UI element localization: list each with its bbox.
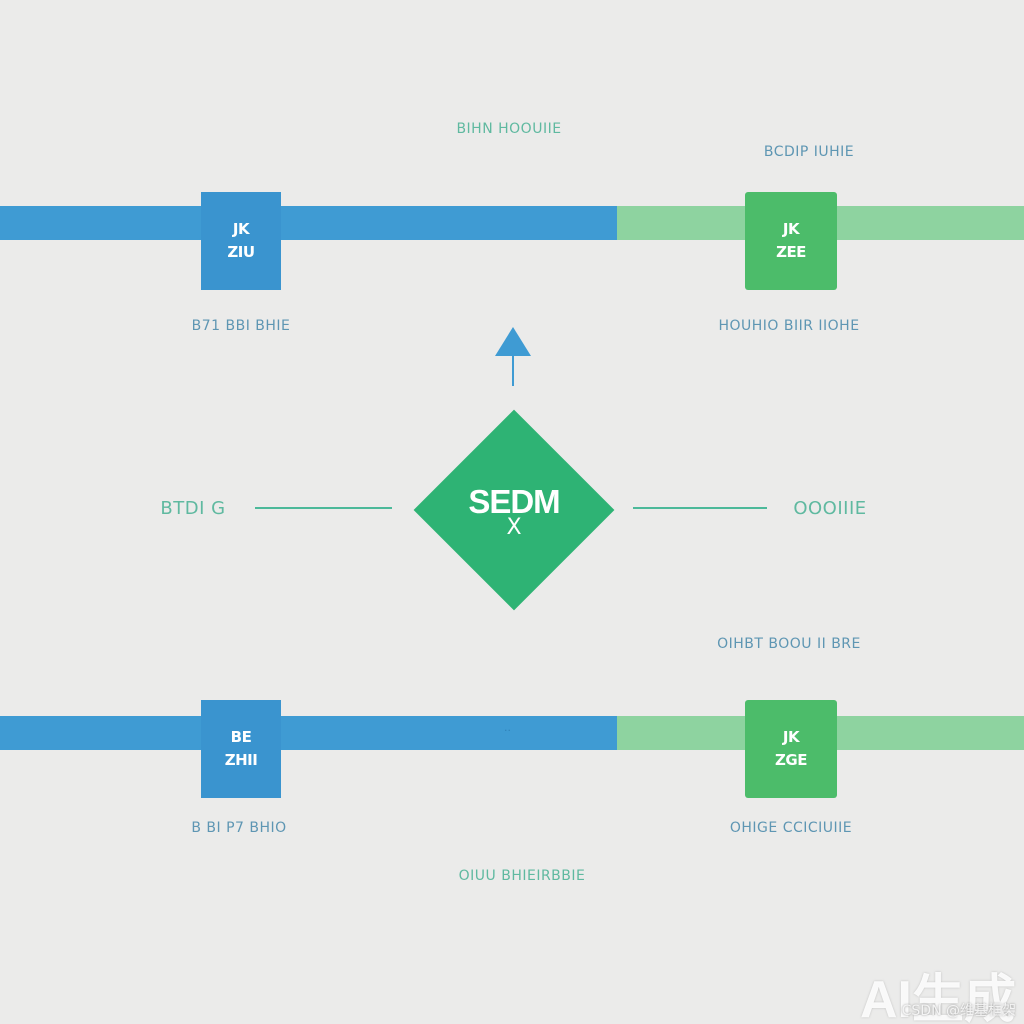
node-bottom-left-line1: BE [230, 728, 252, 746]
watermark-ai-label: AI生成 [859, 971, 1016, 1024]
top-band-blue [0, 206, 617, 240]
watermark-source: CSDN @维基框架 [901, 1003, 1016, 1019]
decision-diamond-label: SEDM [468, 483, 560, 520]
node-top-right[interactable]: JK ZEE [745, 192, 837, 290]
connector-left [255, 507, 392, 509]
label-top-right: BCDIP IUHIE [763, 144, 855, 160]
node-bottom-left[interactable]: BE ZHII [201, 700, 281, 798]
label-node-bottom-left-caption: B BI P7 BHIO [191, 820, 287, 836]
label-mid-right: OOOIIIE [793, 498, 867, 519]
decision-diamond-content: SEDM X [414, 410, 614, 610]
label-mid-left: BTDI G [160, 498, 226, 519]
node-bottom-right-line2: ZGE [775, 751, 807, 769]
label-top-center: BIHN HOOUIIE [456, 121, 562, 137]
label-lower-right: OIHBT BOOU II BRE [717, 636, 861, 652]
node-top-left[interactable]: JK ZIU [201, 192, 281, 290]
person-icon: X [506, 515, 522, 540]
band-mark: ·· [504, 724, 511, 737]
node-top-left-line1: JK [232, 220, 250, 238]
node-top-left-line2: ZIU [227, 243, 255, 261]
connector-right [633, 507, 767, 509]
node-bottom-right-line1: JK [782, 728, 800, 746]
node-bottom-left-line2: ZHII [224, 751, 258, 769]
node-bottom-right[interactable]: JK ZGE [745, 700, 837, 798]
label-node-top-left-caption: B71 BBI BHIE [191, 318, 291, 334]
label-bottom-center: OIUU BHIEIRBBIE [458, 868, 586, 884]
node-top-right-line2: ZEE [776, 243, 806, 261]
label-node-top-right-caption: HOUHIO BIIR IIOHE [718, 318, 860, 334]
bottom-band-blue [0, 716, 617, 750]
arrow-up-icon [495, 327, 531, 356]
arrow-stem [512, 354, 514, 386]
node-top-right-line1: JK [782, 220, 800, 238]
label-node-bottom-right-caption: OHIGE CCICIUIIE [729, 820, 853, 836]
watermark: AI生成 CSDN @维基框架 [860, 974, 1016, 1024]
